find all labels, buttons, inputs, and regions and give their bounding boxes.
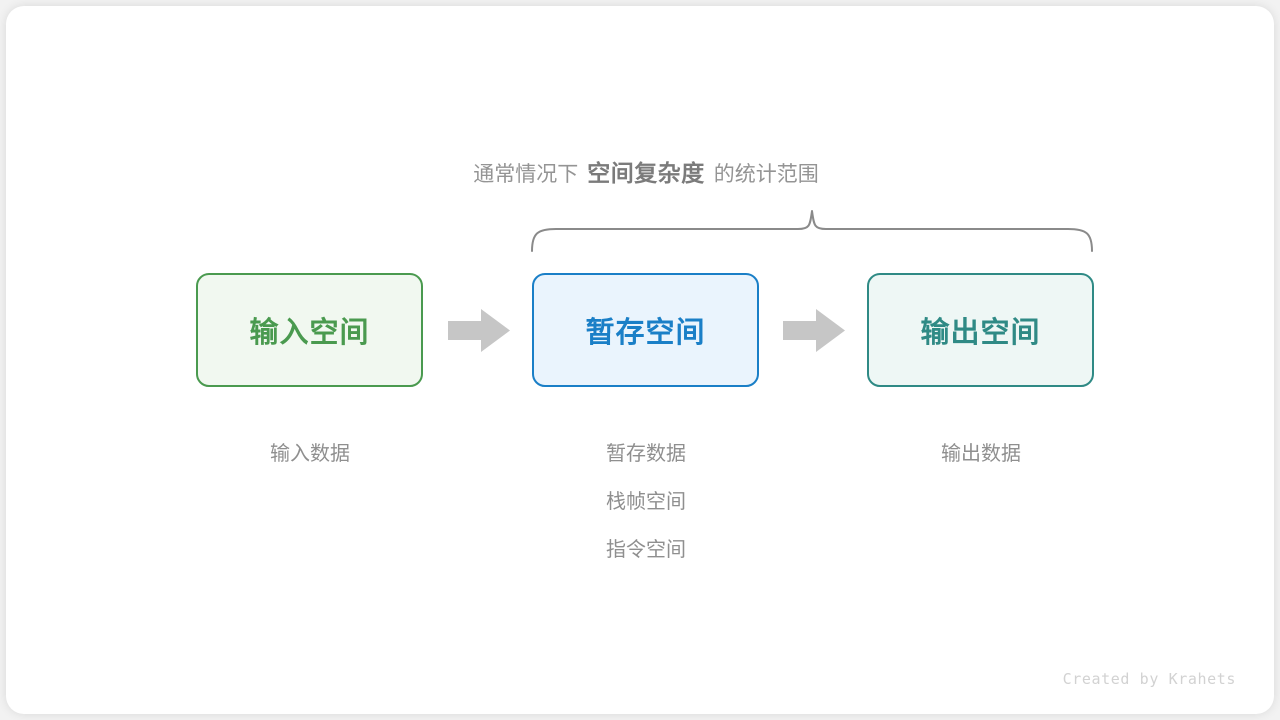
box-temp-space: 暂存空间 bbox=[532, 273, 759, 387]
arrow-right-icon bbox=[448, 309, 510, 352]
box-output-space: 输出空间 bbox=[867, 273, 1094, 387]
caption-line: 输出数据 bbox=[941, 443, 1021, 465]
box-output-space-label: 输出空间 bbox=[920, 317, 1041, 349]
watermark-credit: Created by Krahets bbox=[1062, 670, 1236, 688]
caption-output: 输出数据 bbox=[851, 430, 1111, 478]
arrow-right-icon bbox=[783, 309, 845, 352]
caption-line: 输入数据 bbox=[270, 443, 350, 465]
brace-caption-prefix: 通常情况下 bbox=[473, 163, 579, 186]
box-input-space-label: 输入空间 bbox=[249, 317, 370, 349]
box-temp-space-label: 暂存空间 bbox=[585, 317, 706, 349]
brace-caption-emphasis: 空间复杂度 bbox=[587, 160, 705, 186]
brace-caption-suffix: 的统计范围 bbox=[713, 163, 819, 186]
box-input-space: 输入空间 bbox=[196, 273, 423, 387]
caption-line: 指令空间 bbox=[606, 539, 686, 561]
caption-line: 暂存数据 bbox=[606, 443, 686, 465]
diagram-card: 通常情况下空间复杂度的统计范围 输入空间 暂存空间 输出空间 输入数据 暂存数据 bbox=[6, 6, 1274, 714]
caption-input: 输入数据 bbox=[180, 430, 440, 478]
brace-caption: 通常情况下空间复杂度的统计范围 bbox=[6, 158, 1280, 190]
caption-temp: 暂存数据 栈帧空间 指令空间 bbox=[516, 430, 776, 574]
curly-brace-icon bbox=[531, 210, 1093, 252]
caption-line: 栈帧空间 bbox=[606, 491, 686, 513]
